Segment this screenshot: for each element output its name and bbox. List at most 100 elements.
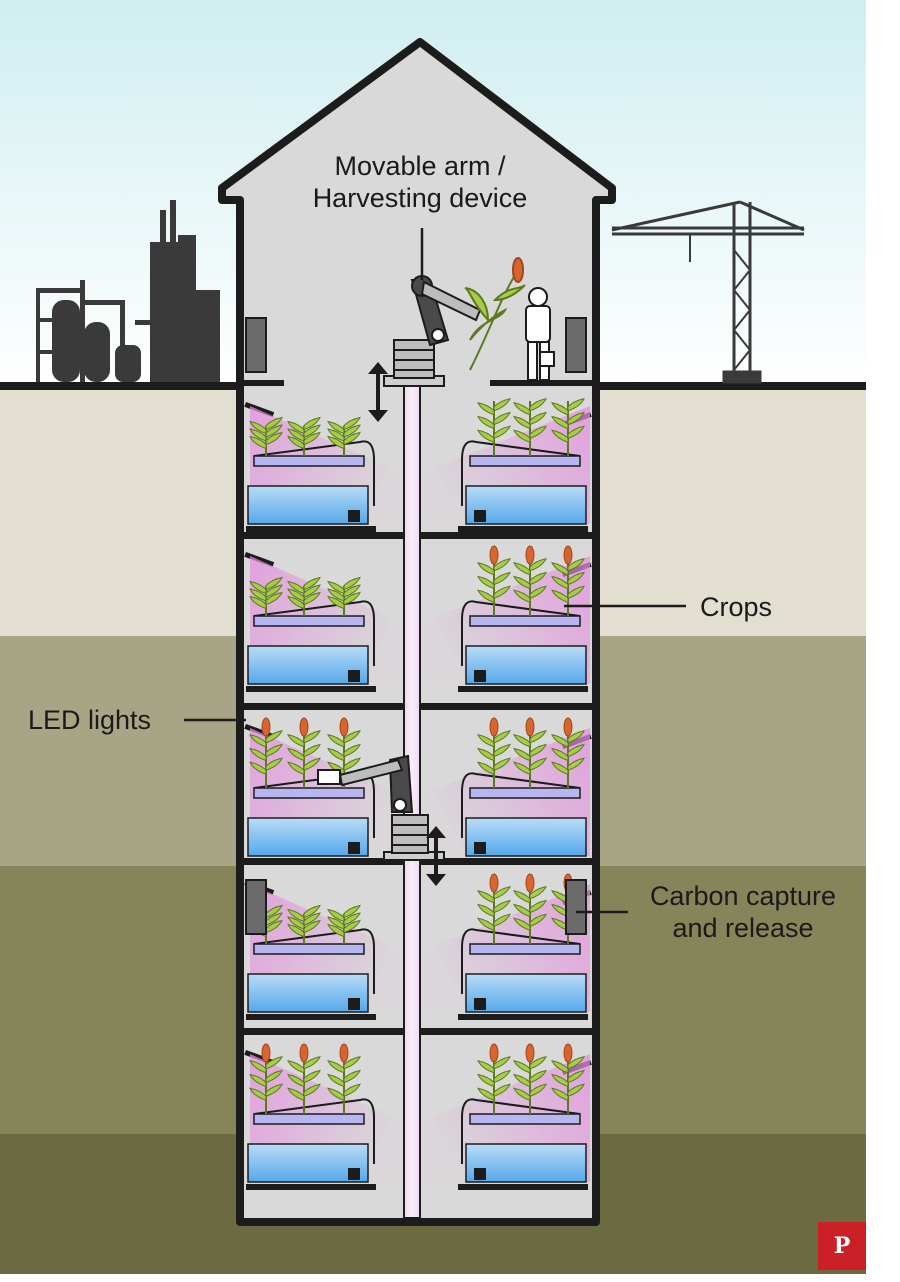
plant-leaf	[551, 1087, 569, 1101]
plant-leaf	[567, 411, 585, 426]
plant-leaf	[567, 1069, 585, 1084]
plant-leaf	[493, 558, 511, 572]
plant-leaf	[493, 585, 511, 599]
grow-tray-pipe	[253, 1098, 375, 1164]
plant-leaf	[303, 591, 321, 606]
grow-tray-pipe	[461, 1098, 581, 1164]
plant-leaf	[513, 589, 531, 603]
plant-leaf	[513, 575, 531, 590]
plant-leaf	[287, 908, 305, 923]
grow-tray	[253, 943, 365, 955]
plant-leaf	[265, 1083, 283, 1097]
grow-tray	[469, 455, 581, 467]
plant-grain	[299, 1043, 309, 1063]
plant-leaf	[249, 734, 267, 748]
plant-leaf	[567, 743, 585, 758]
plant-leaf	[567, 730, 585, 744]
plant-leaf	[513, 415, 531, 430]
pump	[348, 1168, 360, 1180]
plant-leaf	[477, 890, 495, 904]
plant-leaf	[529, 1069, 547, 1084]
plant-leaf	[477, 903, 495, 918]
plant-leaf	[477, 761, 495, 775]
plant-leaf	[343, 919, 361, 934]
plant-leaf	[567, 1083, 585, 1097]
plant-leaf	[529, 913, 547, 927]
plant-leaf	[287, 588, 305, 602]
plant-leaf	[327, 595, 345, 610]
plant-leaf	[303, 1083, 321, 1097]
plant-leaf	[529, 425, 547, 439]
plant-leaf	[551, 747, 569, 762]
plant-leaf	[327, 435, 345, 450]
plant-leaf	[493, 411, 511, 426]
plant-leaf	[493, 1056, 511, 1070]
plant-leaf	[249, 747, 267, 762]
led-lights-label: LED lights	[28, 705, 152, 735]
factory-icon	[36, 200, 220, 382]
plant-leaf	[513, 562, 531, 576]
plant-grain	[563, 545, 573, 565]
plant-grain	[339, 1043, 349, 1063]
plant-leaf	[287, 1087, 305, 1101]
plant-leaf	[265, 904, 283, 919]
plant-leaf	[303, 743, 321, 758]
plant-leaf	[493, 757, 511, 771]
pump	[348, 998, 360, 1010]
plant-leaf	[477, 429, 495, 443]
plant-leaf	[287, 428, 305, 442]
plant-leaf	[265, 919, 283, 934]
plant-leaf	[477, 734, 495, 748]
plant-leaf	[529, 571, 547, 586]
plant-leaf	[493, 398, 511, 412]
plant-leaf	[567, 1056, 585, 1070]
plant-leaf	[287, 435, 305, 450]
plant-leaf	[551, 575, 569, 590]
crane-icon	[611, 200, 805, 384]
plant-leaf	[567, 757, 585, 771]
growing-floors	[244, 398, 592, 1190]
plant-leaf	[551, 429, 569, 443]
plant-leaf	[265, 591, 283, 606]
grow-tray	[253, 1113, 365, 1125]
plant-leaf	[327, 923, 345, 938]
plant-leaf	[343, 431, 361, 446]
plant-leaf	[477, 402, 495, 416]
plant-leaf	[265, 416, 283, 431]
plant-leaf	[513, 1087, 531, 1101]
plant-leaf	[327, 916, 345, 930]
plant-leaf	[477, 589, 495, 603]
plant-leaf	[551, 1073, 569, 1088]
plant-leaf	[287, 761, 305, 775]
plant-leaf	[287, 747, 305, 762]
plant-leaf	[249, 761, 267, 775]
plant-leaf	[529, 1056, 547, 1070]
plant-leaf	[303, 757, 321, 771]
plant-grain	[525, 873, 535, 893]
plant-leaf	[567, 425, 585, 439]
led-light	[244, 551, 275, 567]
shelf	[458, 1014, 588, 1020]
plant-grain	[489, 1043, 499, 1063]
plant-leaf	[513, 1073, 531, 1088]
plant-leaf	[551, 761, 569, 775]
plant-leaf	[529, 899, 547, 914]
plant-leaf	[343, 1083, 361, 1097]
plant-leaf	[513, 1060, 531, 1074]
plant-leaf	[303, 431, 321, 446]
plant-leaf	[287, 1060, 305, 1074]
grow-tray	[253, 787, 365, 799]
grow-tray-pipe	[253, 440, 375, 506]
plant-leaf	[327, 588, 345, 602]
plant-leaf	[529, 730, 547, 744]
plant-leaf	[493, 1083, 511, 1097]
plant-leaf	[513, 890, 531, 904]
plant-leaf	[343, 424, 361, 438]
pump	[348, 842, 360, 854]
pinterest-share-button[interactable]: P	[818, 1222, 866, 1270]
pump	[348, 510, 360, 522]
shelf	[246, 1184, 376, 1190]
plant-grain	[489, 717, 499, 737]
grow-tray-pipe	[253, 928, 375, 994]
plant-leaf	[513, 429, 531, 443]
